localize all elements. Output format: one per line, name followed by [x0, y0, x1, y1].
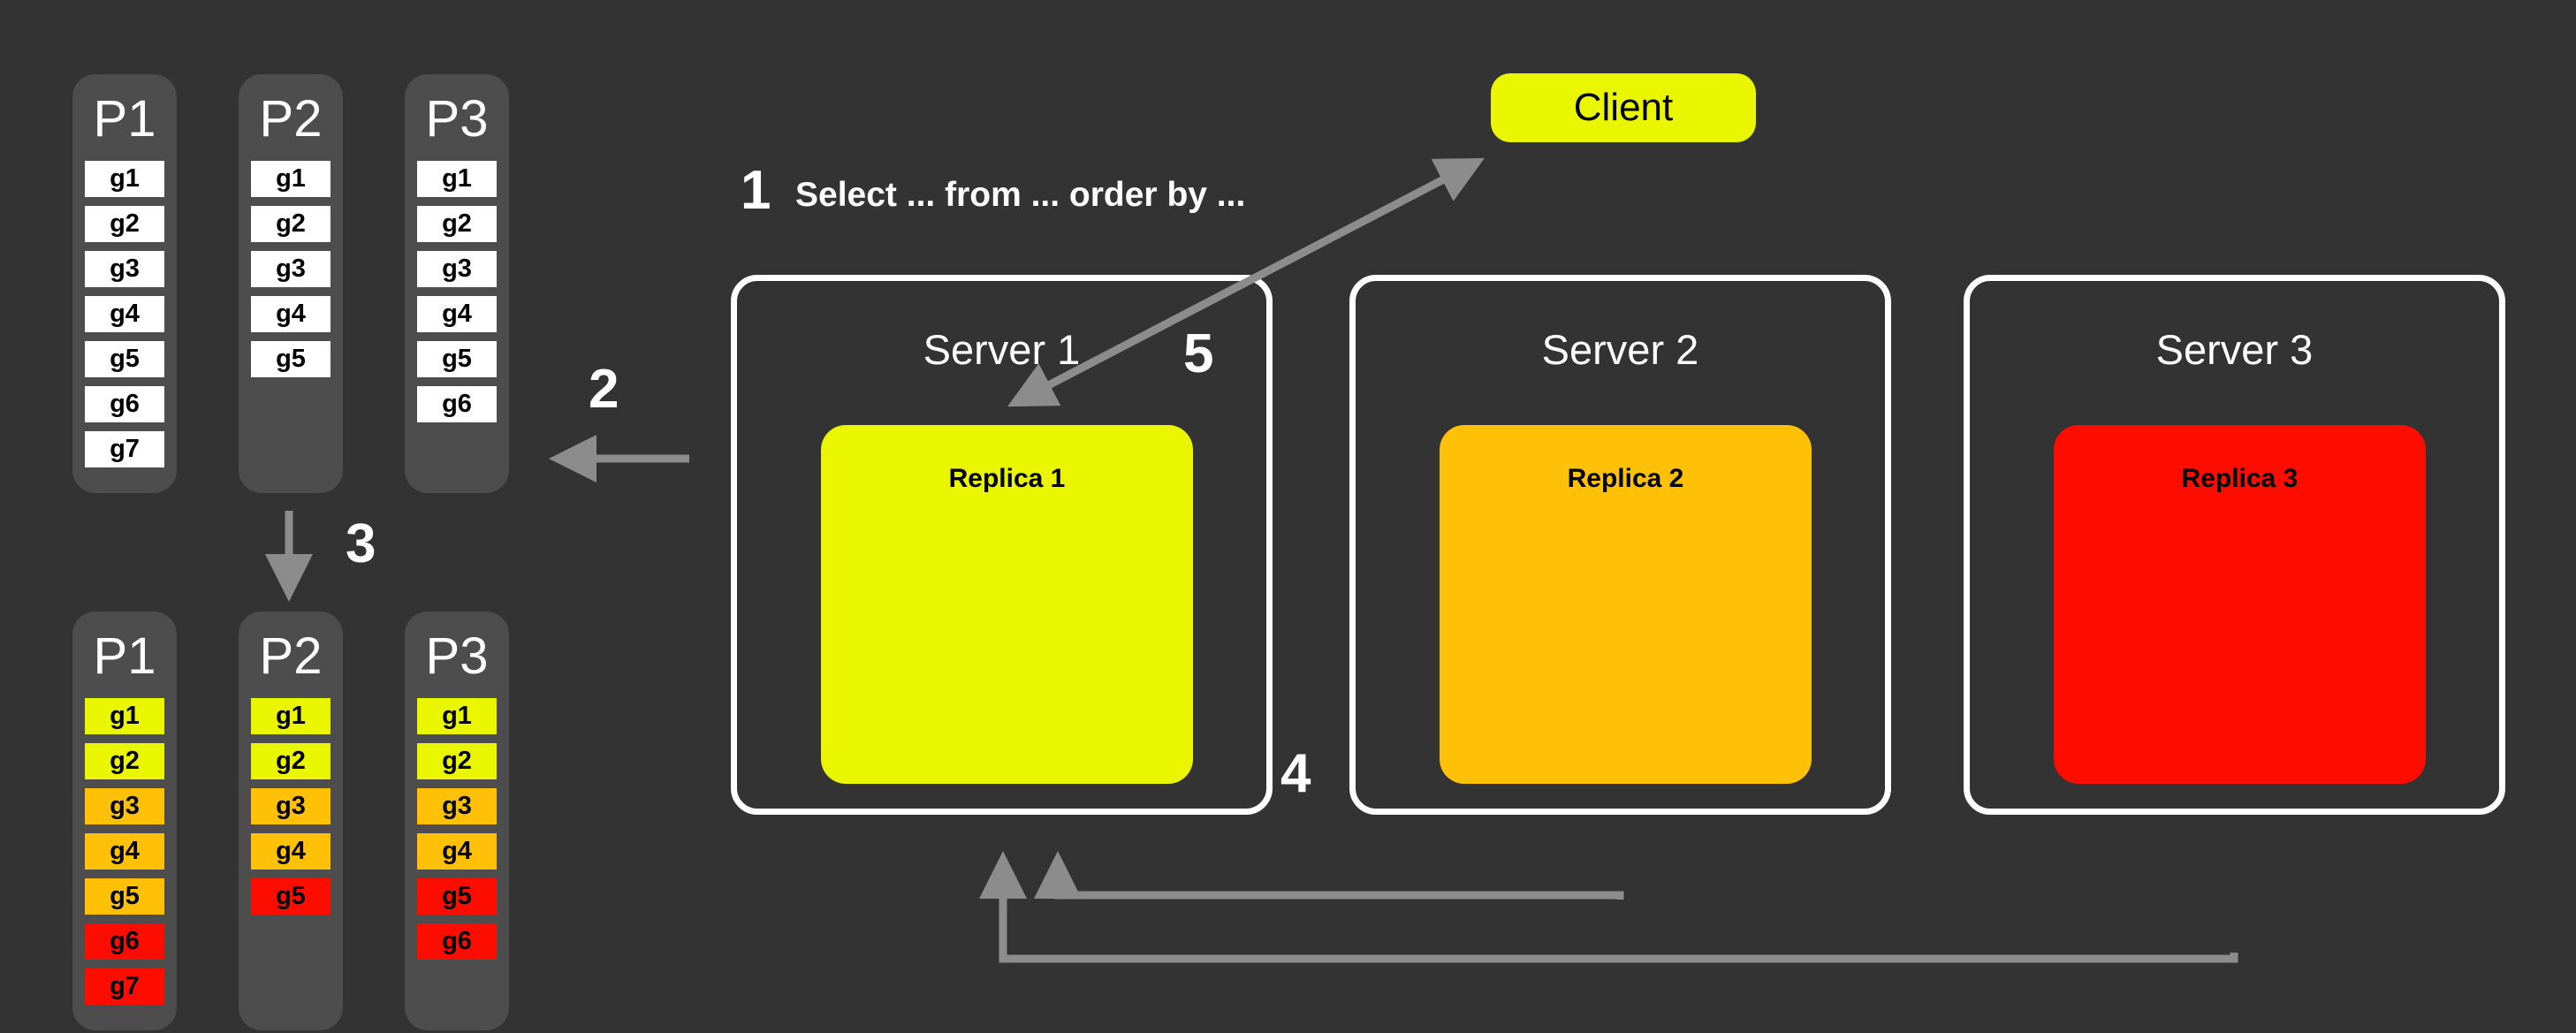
partition-cell: g6 — [417, 386, 497, 422]
partition-cell: g1 — [251, 698, 331, 734]
partition-title: P2 — [259, 627, 323, 685]
partition-cell: g5 — [417, 341, 497, 377]
partition-cell: g1 — [85, 698, 164, 734]
partition-cell: g5 — [251, 341, 331, 377]
partition-cell: g6 — [417, 923, 497, 960]
partition-cell: g3 — [417, 251, 497, 287]
partition-cell: g3 — [251, 251, 331, 287]
bottom-partition-p1: P1 g1 g2 g3 g4 g5 g6 g7 — [72, 611, 177, 1030]
replica-box-1[interactable]: Replica 1 — [821, 425, 1193, 784]
replica-label: Replica 1 — [948, 464, 1066, 493]
partition-cell: g5 — [251, 878, 331, 915]
partition-cell: g1 — [85, 161, 164, 197]
partition-cell: g3 — [85, 788, 164, 824]
top-partition-p1: P1 g1 g2 g3 g4 g5 g6 g7 — [72, 74, 177, 493]
partition-cell: g4 — [251, 296, 331, 332]
partition-cell: g3 — [251, 788, 331, 824]
partition-cells: g1 g2 g3 g4 g5 — [239, 698, 343, 915]
client-box[interactable]: Client — [1491, 73, 1756, 142]
arrow-step-4-server2 — [1034, 851, 1624, 900]
partition-cell: g2 — [85, 206, 164, 242]
server-box-3: Server 3 Replica 3 — [1964, 275, 2505, 815]
step-number-3: 3 — [346, 513, 376, 574]
partition-cell: g2 — [251, 206, 331, 242]
server-title: Server 3 — [2155, 326, 2314, 373]
partition-cell: g5 — [85, 341, 164, 377]
partition-cells: g1 g2 g3 g4 g5 — [239, 161, 343, 377]
partition-cells: g1 g2 g3 g4 g5 g6 — [405, 161, 509, 422]
step-number-1: 1 — [741, 160, 771, 221]
replica-box-2[interactable]: Replica 2 — [1440, 425, 1812, 784]
step-number-4: 4 — [1280, 743, 1311, 804]
arrow-step-4-server3 — [979, 851, 2238, 963]
partition-cells: g1 g2 g3 g4 g5 g6 g7 — [72, 698, 177, 1005]
step-number-5: 5 — [1183, 323, 1214, 384]
partition-cell: g4 — [417, 296, 497, 332]
partition-cell: g4 — [85, 833, 164, 870]
bottom-partition-p2: P2 g1 g2 g3 g4 g5 — [239, 611, 343, 1030]
partition-cell: g2 — [417, 206, 497, 242]
replica-label: Replica 3 — [2181, 464, 2299, 493]
replica-box-3[interactable]: Replica 3 — [2054, 425, 2426, 784]
partition-cell: g4 — [251, 833, 331, 870]
partition-cell: g6 — [85, 386, 164, 422]
partition-title: P2 — [259, 90, 323, 148]
partition-title: P1 — [93, 627, 156, 685]
partition-cells: g1 g2 g3 g4 g5 g6 — [405, 698, 509, 960]
partition-cell: g4 — [85, 296, 164, 332]
partition-cell: g5 — [417, 878, 497, 915]
query-text: Select ... from ... order by ... — [795, 176, 1246, 214]
partition-title: P1 — [93, 90, 156, 148]
top-partition-p2: P2 g1 g2 g3 g4 g5 — [239, 74, 343, 493]
partition-cell: g6 — [85, 923, 164, 960]
bottom-partition-p3: P3 g1 g2 g3 g4 g5 g6 — [405, 611, 509, 1030]
partition-cell: g2 — [251, 743, 331, 779]
partition-cell: g7 — [85, 431, 164, 467]
replica-label: Replica 2 — [1567, 464, 1684, 493]
server-box-2: Server 2 Replica 2 — [1349, 275, 1891, 815]
partition-cell: g2 — [85, 743, 164, 779]
partition-cell: g7 — [85, 968, 164, 1005]
partition-cell: g4 — [417, 833, 497, 870]
server-title: Server 2 — [1541, 326, 1699, 373]
partition-cell: g1 — [417, 161, 497, 197]
partition-cells: g1 g2 g3 g4 g5 g6 g7 — [72, 161, 177, 467]
partition-cell: g1 — [417, 698, 497, 734]
step-number-2: 2 — [589, 359, 619, 420]
partition-cell: g2 — [417, 743, 497, 779]
partition-title: P3 — [425, 90, 489, 148]
top-partition-p3: P3 g1 g2 g3 g4 g5 g6 — [405, 74, 509, 493]
client-label: Client — [1573, 86, 1674, 129]
partition-cell: g3 — [85, 251, 164, 287]
partition-cell: g1 — [251, 161, 331, 197]
partition-cell: g5 — [85, 878, 164, 915]
partition-title: P3 — [425, 627, 489, 685]
partition-cell: g3 — [417, 788, 497, 824]
